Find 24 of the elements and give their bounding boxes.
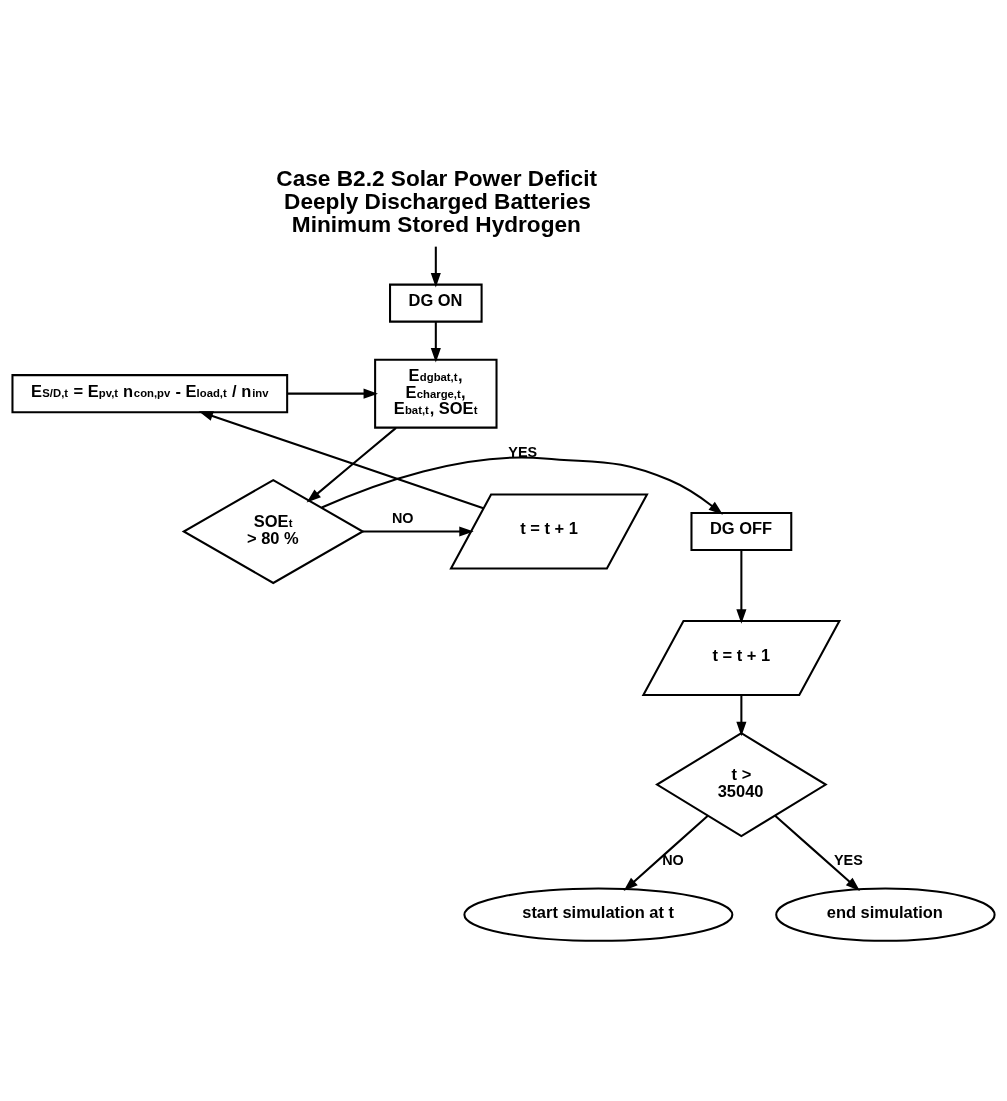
- edge-label: NO: [391, 510, 414, 527]
- edge-label: YES: [508, 443, 538, 460]
- arrow: [623, 814, 709, 892]
- arrow: [736, 550, 747, 624]
- arrow: [287, 388, 378, 399]
- node-text: Case B2.2 Solar Power Deficit Deeply Discharged Batteries Minimum Stored Hydrogen: [276, 166, 598, 237]
- edge-label: YES: [833, 852, 863, 869]
- arrow: [430, 246, 441, 288]
- node-box: Edgbat,t, Echarge,t, Ebat,t, SOEt: [374, 358, 498, 429]
- node-ellipse: start simulation at t: [463, 887, 734, 942]
- edge-label: NO: [662, 852, 684, 869]
- arrow: [306, 427, 397, 503]
- node-diamond: t > 35040: [655, 731, 828, 838]
- arrow: [321, 456, 723, 515]
- arrow: [774, 814, 860, 892]
- node-box: ES/D,t = Epv,t ncon,pv - Eload,t / ninv: [11, 374, 289, 414]
- node-box: DG OFF: [690, 511, 793, 552]
- node-box: DG ON: [389, 283, 483, 323]
- arrow: [362, 526, 474, 537]
- node-ellipse: end simulation: [775, 887, 996, 942]
- node-diamond: SOEt > 80 %: [181, 478, 365, 585]
- arrow: [430, 322, 441, 363]
- arrow: [736, 695, 747, 737]
- arrow: [198, 411, 484, 510]
